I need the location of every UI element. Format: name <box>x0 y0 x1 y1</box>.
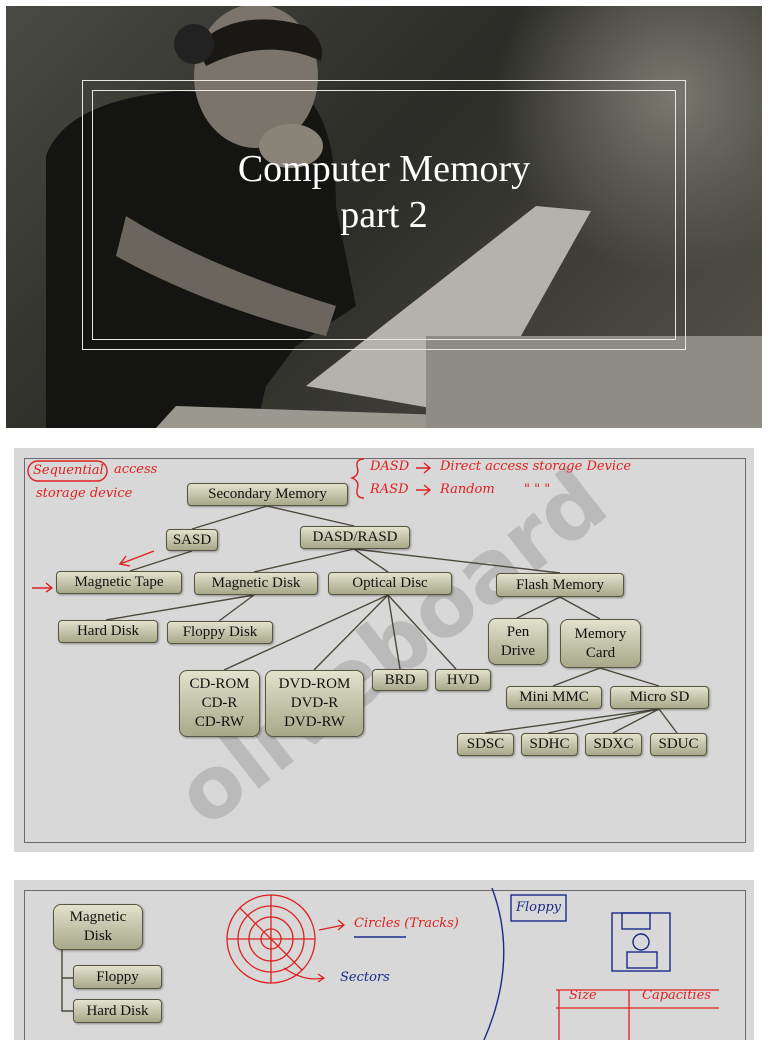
tree-connectors <box>105 505 678 734</box>
disk-tracks-sketch <box>226 894 719 1040</box>
floppy-label-box <box>510 894 567 922</box>
note-size: Size <box>569 988 597 1003</box>
secondary-memory-slide: oliveboard Secondary Memory SASD DAS <box>14 448 754 852</box>
node-sduc: SDUC <box>650 733 707 756</box>
node-hard-disk: Hard Disk <box>58 620 158 643</box>
title-frame-inner <box>92 90 676 340</box>
node-flash-memory: Flash Memory <box>496 573 624 597</box>
node-mini-mmc: Mini MMC <box>506 686 602 709</box>
divider-curve <box>483 887 505 1040</box>
title-slide: Computer Memory part 2 <box>6 6 762 428</box>
slide-frame <box>24 890 746 1040</box>
title-line-2: part 2 <box>340 194 428 236</box>
note-dasd: DASD <box>370 459 410 474</box>
note-rasd: RASD <box>370 482 409 497</box>
connector-hard-disk <box>61 978 74 1012</box>
node-secondary-memory: Secondary Memory <box>187 483 348 506</box>
node-hvd: HVD <box>435 669 491 691</box>
node-cd-formats: CD-ROM CD-R CD-RW <box>179 670 260 737</box>
note-sequential: Sequential <box>33 463 104 478</box>
node-floppy-disk: Floppy Disk <box>167 621 273 644</box>
slide-title: Computer Memory part 2 <box>82 146 686 238</box>
note-storage-device: storage device <box>36 486 133 501</box>
person-laptop-photo <box>46 6 762 428</box>
arrow-rasd <box>416 484 432 496</box>
arrow-sasd-tape <box>118 550 155 567</box>
note-floppy: Floppy <box>516 900 561 915</box>
node-magnetic-tape: Magnetic Tape <box>56 571 182 594</box>
magnetic-disk-slide: Magnetic Disk Floppy Hard Disk Circles (… <box>14 880 754 1040</box>
node-magnetic-disk: Magnetic Disk <box>53 904 143 950</box>
slide-frame <box>24 458 746 843</box>
title-frame-outer <box>82 80 686 350</box>
handwritten-diagrams <box>61 887 719 1040</box>
note-ditto: " " " <box>524 482 551 497</box>
note-sectors: Sectors <box>340 970 390 985</box>
node-sasd: SASD <box>166 529 218 551</box>
node-sdxc: SDXC <box>585 733 642 756</box>
arrow-sectors <box>283 967 326 983</box>
size-table <box>556 989 719 1040</box>
brace-mark <box>349 458 365 499</box>
arrow-circles <box>318 919 346 931</box>
node-sdsc: SDSC <box>457 733 514 756</box>
title-line-1: Computer Memory <box>237 148 531 190</box>
note-circles-tracks: Circles (Tracks) <box>354 916 459 931</box>
node-memory-card: Memory Card <box>560 619 641 668</box>
handwritten-marks <box>27 458 432 593</box>
arrow-tape <box>32 582 54 593</box>
note-capacities: Capacities <box>642 988 711 1003</box>
node-dvd-formats: DVD-ROM DVD-R DVD-RW <box>265 670 364 737</box>
node-optical-disc: Optical Disc <box>328 572 452 595</box>
note-random: Random <box>440 482 495 497</box>
node-floppy: Floppy <box>73 965 162 989</box>
node-hard-disk: Hard Disk <box>73 999 162 1023</box>
arrow-dasd <box>416 462 432 474</box>
node-brd: BRD <box>372 669 428 691</box>
node-sdhc: SDHC <box>521 733 578 756</box>
floppy-icon <box>611 912 671 972</box>
note-direct-access: Direct access storage Device <box>440 459 632 474</box>
circle-mark-sequential <box>27 460 108 482</box>
node-micro-sd: Micro SD <box>610 686 709 709</box>
node-dasd-rasd: DASD/RASD <box>300 526 410 549</box>
node-pen-drive: Pen Drive <box>488 618 548 665</box>
node-magnetic-disk: Magnetic Disk <box>194 572 318 595</box>
note-access: access <box>114 462 158 477</box>
